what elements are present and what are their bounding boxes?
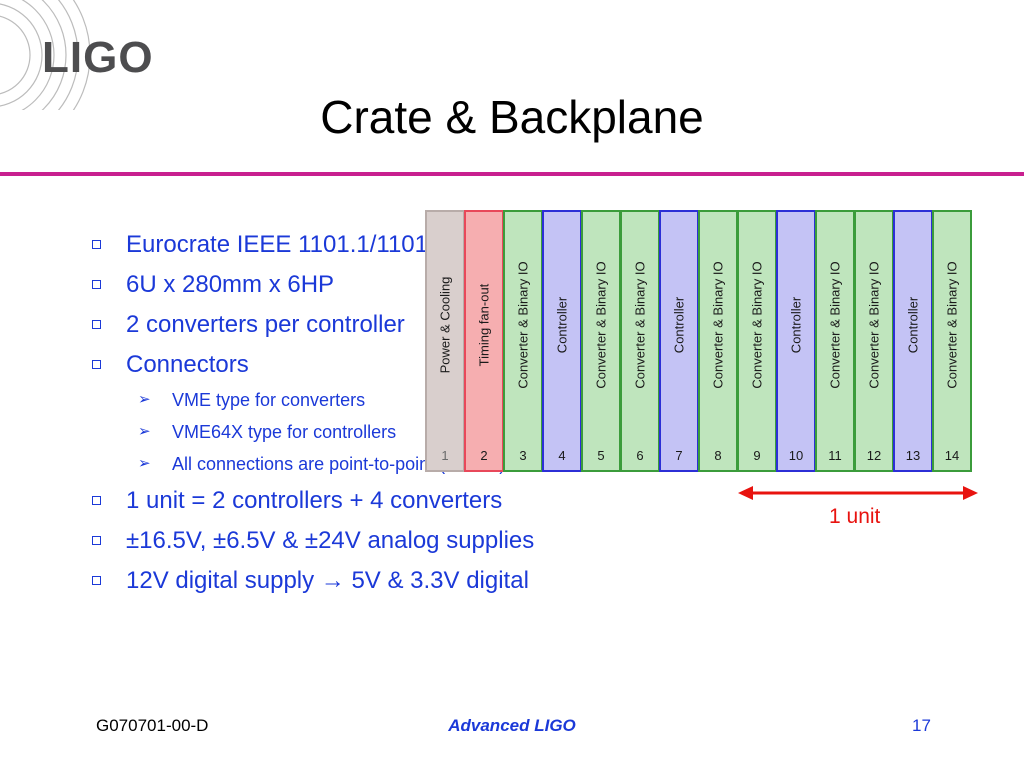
bullet-item: Eurocrate IEEE 1101.1/1101.10 (92, 228, 632, 262)
square-bullet-icon (92, 360, 101, 369)
slot-label: Controller (554, 296, 570, 354)
slot-number: 3 (519, 448, 527, 463)
slot-label: Converter & Binary IO (944, 261, 960, 389)
footer-title: Advanced LIGO (448, 716, 576, 735)
bullet-item: 12V digital supply → 5V & 3.3V digital (92, 564, 632, 598)
bullet-text: 2 converters per controller (126, 311, 405, 338)
slot-label: Timing fan-out (476, 283, 492, 367)
bullet-text: 1 unit = 2 controllers + 4 converters (126, 487, 503, 514)
square-bullet-icon (92, 320, 101, 329)
sub-bullet-item: ➢ VME type for converters (92, 388, 632, 412)
crate-slot-11: Converter & Binary IO 11 (815, 210, 855, 472)
square-bullet-icon (92, 496, 101, 505)
bullet-item: 1 unit = 2 controllers + 4 converters (92, 484, 632, 518)
bullet-item: Connectors (92, 348, 632, 382)
ligo-logo: LIGO (42, 33, 154, 82)
slot-number: 12 (866, 448, 882, 463)
unit-span-arrow (738, 486, 978, 500)
slot-number: 8 (714, 448, 722, 463)
bullet-item: ±16.5V, ±6.5V & ±24V analog supplies (92, 524, 632, 558)
slot-number: 7 (675, 448, 683, 463)
sub-bullet-item: ➢ All connections are point-to-point (no … (92, 452, 632, 476)
slot-label: Controller (905, 296, 921, 354)
page-number: 17 (912, 716, 931, 735)
slot-number: 13 (905, 448, 921, 463)
arrow-bullet-icon: ➢ (138, 423, 151, 440)
crate-slot-2: Timing fan-out 2 (464, 210, 504, 472)
slot-label: Converter & Binary IO (515, 261, 531, 389)
slot-number: 14 (944, 448, 960, 463)
bullet-text: 6U x 280mm x 6HP (126, 271, 335, 298)
crate-slot-8: Converter & Binary IO 8 (698, 210, 738, 472)
slot-number: 6 (636, 448, 644, 463)
slot-label: Converter & Binary IO (593, 261, 609, 389)
slot-label: Controller (671, 296, 687, 354)
slot-number: 1 (441, 448, 449, 463)
slot-label: Converter & Binary IO (866, 261, 882, 389)
arrow-bullet-icon: ➢ (138, 455, 151, 472)
bullet-text: VME type for converters (172, 390, 366, 410)
square-bullet-icon (92, 240, 101, 249)
slot-number: 4 (558, 448, 566, 463)
crate-slot-3: Converter & Binary IO 3 (503, 210, 543, 472)
crate-slot-1: Power & Cooling 1 (425, 210, 465, 472)
ligo-logo-swirl (0, 0, 91, 110)
title-divider (0, 172, 1024, 176)
slot-number: 5 (597, 448, 605, 463)
arrow-bullet-icon: ➢ (138, 391, 151, 408)
bullet-list: Eurocrate IEEE 1101.1/1101.10 6U x 280mm … (92, 228, 632, 604)
crate-slot-14: Converter & Binary IO 14 (932, 210, 972, 472)
footer-doc-id: G070701-00-D (96, 716, 209, 735)
bullet-text: Connectors (126, 351, 249, 378)
bullet-item: 6U x 280mm x 6HP (92, 268, 632, 302)
sub-bullet-item: ➢ VME64X type for controllers (92, 420, 632, 444)
slot-label: Converter & Binary IO (827, 261, 843, 389)
slot-number: 2 (480, 448, 488, 463)
crate-slot-5: Converter & Binary IO 5 (581, 210, 621, 472)
crate-slot-4: Controller 4 (542, 210, 582, 472)
crate-slot-6: Converter & Binary IO 6 (620, 210, 660, 472)
crate-slot-13: Controller 13 (893, 210, 933, 472)
slot-label: Converter & Binary IO (632, 261, 648, 389)
crate-slot-7: Controller 7 (659, 210, 699, 472)
bullet-text: All connections are point-to-point (no b… (172, 454, 506, 474)
slot-label: Converter & Binary IO (710, 261, 726, 389)
slot-number: 9 (753, 448, 761, 463)
slot-label: Converter & Binary IO (749, 261, 765, 389)
crate-slot-10: Controller 10 (776, 210, 816, 472)
slot-number: 11 (828, 448, 842, 463)
slot-number: 10 (788, 448, 804, 463)
slot-label: Controller (788, 296, 804, 354)
crate-slot-9: Converter & Binary IO 9 (737, 210, 777, 472)
slide-title: Crate & Backplane (320, 91, 704, 143)
bullet-text: Eurocrate IEEE 1101.1/1101.10 (126, 231, 462, 258)
bullet-text: ±16.5V, ±6.5V & ±24V analog supplies (126, 527, 535, 554)
square-bullet-icon (92, 576, 101, 585)
bullet-text: 12V digital supply → 5V & 3.3V digital (126, 567, 529, 594)
crate-slot-12: Converter & Binary IO 12 (854, 210, 894, 472)
unit-label: 1 unit (829, 505, 881, 528)
square-bullet-icon (92, 280, 101, 289)
bullet-item: 2 converters per controller (92, 308, 632, 342)
slot-label: Power & Cooling (437, 276, 453, 374)
bullet-text: VME64X type for controllers (172, 422, 397, 442)
square-bullet-icon (92, 536, 101, 545)
